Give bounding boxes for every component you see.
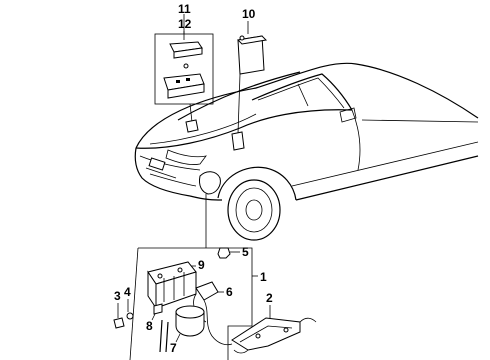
callout-12: 12 xyxy=(178,17,192,31)
part-group-11: 11 12 xyxy=(154,2,214,133)
callout-2: 2 xyxy=(266,291,273,305)
callout-9: 9 xyxy=(198,258,205,272)
callout-8: 8 xyxy=(146,319,153,333)
callout-1: 1 xyxy=(260,270,267,284)
callout-10: 10 xyxy=(242,7,256,21)
part-group-1: 1 5 9 6 8 7 xyxy=(129,245,267,360)
part-10: 10 xyxy=(231,7,268,151)
callout-11: 11 xyxy=(178,2,191,16)
callout-5: 5 xyxy=(242,245,249,259)
leader-fender xyxy=(199,171,221,248)
callout-6: 6 xyxy=(226,285,233,299)
callout-3: 3 xyxy=(114,289,121,303)
part-3-4: 3 4 xyxy=(113,285,134,329)
part-2: 2 xyxy=(231,291,317,354)
callout-4: 4 xyxy=(124,285,131,299)
vehicle-outline xyxy=(134,62,479,241)
callout-7: 7 xyxy=(170,341,177,355)
